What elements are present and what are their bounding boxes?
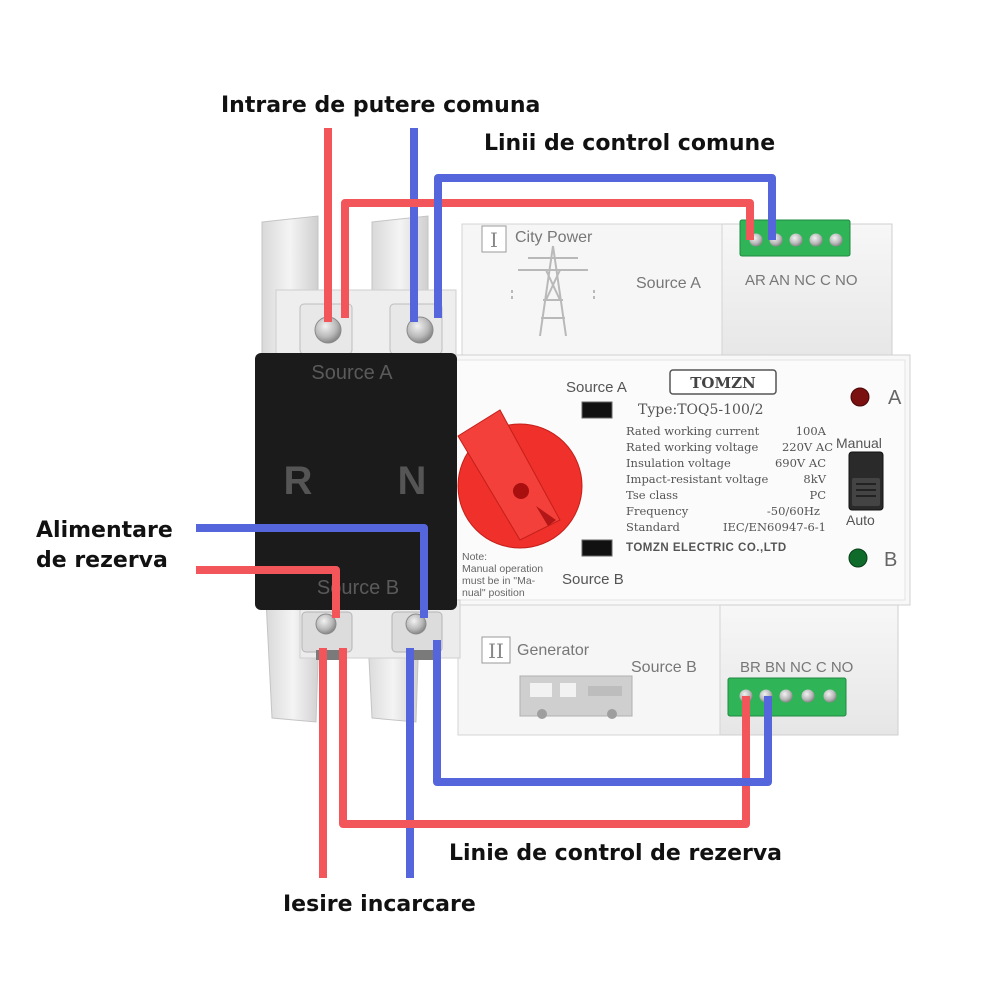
lower-terminal-block bbox=[265, 599, 461, 723]
brand-badge bbox=[669, 369, 777, 395]
screw-icon bbox=[405, 613, 427, 635]
power-tower-icon bbox=[511, 245, 595, 337]
spec-label: Impact-resistant voltage bbox=[626, 472, 768, 486]
module-a: I City Power Source A AR AN NC C NO bbox=[461, 219, 893, 365]
backup-supply-wire-blue bbox=[196, 524, 428, 618]
source-a-window bbox=[581, 401, 613, 419]
brand-name: TOMZN bbox=[690, 374, 756, 392]
type-label: Type:TOQ5-100/2 bbox=[638, 402, 764, 418]
cover-top-label: Source A bbox=[311, 362, 393, 384]
screw-icon bbox=[801, 689, 815, 703]
module-b-source: Source B bbox=[631, 659, 697, 676]
module-a-label: City Power bbox=[515, 229, 593, 246]
backup-control-wire-red bbox=[339, 648, 750, 828]
spec-value: 690V AC bbox=[775, 456, 826, 470]
common-power-input-callout: Intrare de putere comuna bbox=[221, 93, 541, 118]
spec-label: Frequency bbox=[626, 504, 689, 518]
common-control-wire-blue bbox=[434, 174, 776, 318]
panel-source-a: Source A bbox=[566, 379, 627, 396]
spec-label: Standard bbox=[626, 520, 680, 534]
spec-value: 220V AC bbox=[782, 440, 833, 454]
module-a-source: Source A bbox=[636, 275, 701, 292]
knob-center-icon bbox=[513, 483, 529, 499]
spec-value: 8kV bbox=[803, 472, 826, 486]
source-b-window bbox=[581, 539, 613, 557]
spec-value: IEC/EN60947-6-1 bbox=[723, 520, 826, 534]
spec-value: PC bbox=[809, 488, 826, 502]
module-a-roman: I bbox=[490, 228, 498, 252]
svg-text:Note:: Note: bbox=[462, 551, 487, 563]
backup-control-line-callout: Linie de control de rezerva bbox=[449, 841, 783, 866]
manual-note: Note: Manual operation must be in "Ma- n… bbox=[462, 551, 543, 599]
indicator-a-label: A bbox=[888, 387, 902, 409]
roman-badge bbox=[481, 636, 511, 664]
spec-label: Insulation voltage bbox=[626, 456, 731, 470]
spec-label: Rated working voltage bbox=[626, 440, 758, 454]
module-a-terminals: AR AN NC C NO bbox=[745, 272, 858, 289]
rotary-knob[interactable] bbox=[457, 409, 583, 549]
maker-label: TOMZN ELECTRIC CO.,LTD bbox=[626, 542, 787, 554]
cover-bottom-label: Source B bbox=[317, 577, 399, 599]
module-b-terminals: BR BN NC C NO bbox=[740, 659, 853, 676]
load-output-callout: Iesire incarcare bbox=[283, 892, 476, 917]
backup-supply-line-2: de rezerva bbox=[36, 548, 168, 573]
svg-text:must be in "Ma-: must be in "Ma- bbox=[462, 575, 536, 587]
wires bbox=[196, 128, 776, 878]
backup-supply-callout: Alimentare de rezerva bbox=[36, 518, 173, 574]
screw-icon bbox=[809, 233, 823, 247]
svg-text:Manual operation: Manual operation bbox=[462, 563, 543, 575]
indicator-a-led-icon bbox=[850, 387, 870, 407]
cover-pole-r: R bbox=[284, 459, 313, 503]
breaker-cover: Source A R N Source B bbox=[255, 353, 457, 610]
screw-icon bbox=[829, 233, 843, 247]
screw-icon bbox=[315, 613, 337, 635]
mode-switch[interactable] bbox=[848, 451, 884, 511]
front-panel-details: Source A Source B TOMZN Type:TOQ5-100/2 … bbox=[457, 369, 902, 599]
svg-text:nual" position: nual" position bbox=[462, 587, 525, 599]
spec-value: -50/60Hz bbox=[767, 504, 820, 518]
screw-icon bbox=[789, 233, 803, 247]
module-b-roman: II bbox=[488, 639, 504, 663]
spec-label: Rated working current bbox=[626, 424, 760, 438]
spec-value: 100A bbox=[796, 424, 827, 438]
common-control-wire-red bbox=[341, 199, 754, 318]
terminal-screws-a bbox=[749, 233, 843, 247]
indicator-b-led-icon bbox=[848, 548, 868, 568]
module-b-label: Generator bbox=[517, 642, 590, 659]
backup-supply-wire-red bbox=[196, 566, 340, 618]
roman-badge bbox=[481, 225, 507, 253]
spec-label: Tse class bbox=[626, 488, 678, 502]
switch-manual-label: Manual bbox=[836, 435, 882, 451]
arrow-icon bbox=[536, 506, 556, 526]
spec-list: Rated working current 100A Rated working… bbox=[626, 424, 833, 534]
screw-icon bbox=[823, 689, 837, 703]
screw-icon bbox=[406, 316, 434, 344]
indicator-b-label: B bbox=[884, 549, 897, 571]
panel-source-b: Source B bbox=[562, 571, 624, 588]
backup-control-wire-blue bbox=[433, 640, 772, 786]
screw-icon bbox=[779, 689, 793, 703]
backup-supply-line-1: Alimentare bbox=[36, 518, 173, 543]
module-b: II Generator Source B BR BN NC C NO bbox=[457, 604, 899, 736]
switch-auto-label: Auto bbox=[846, 512, 875, 528]
common-control-lines-callout: Linii de control comune bbox=[484, 131, 776, 156]
cover-pole-n: N bbox=[398, 459, 427, 503]
generator-icon bbox=[519, 675, 633, 719]
